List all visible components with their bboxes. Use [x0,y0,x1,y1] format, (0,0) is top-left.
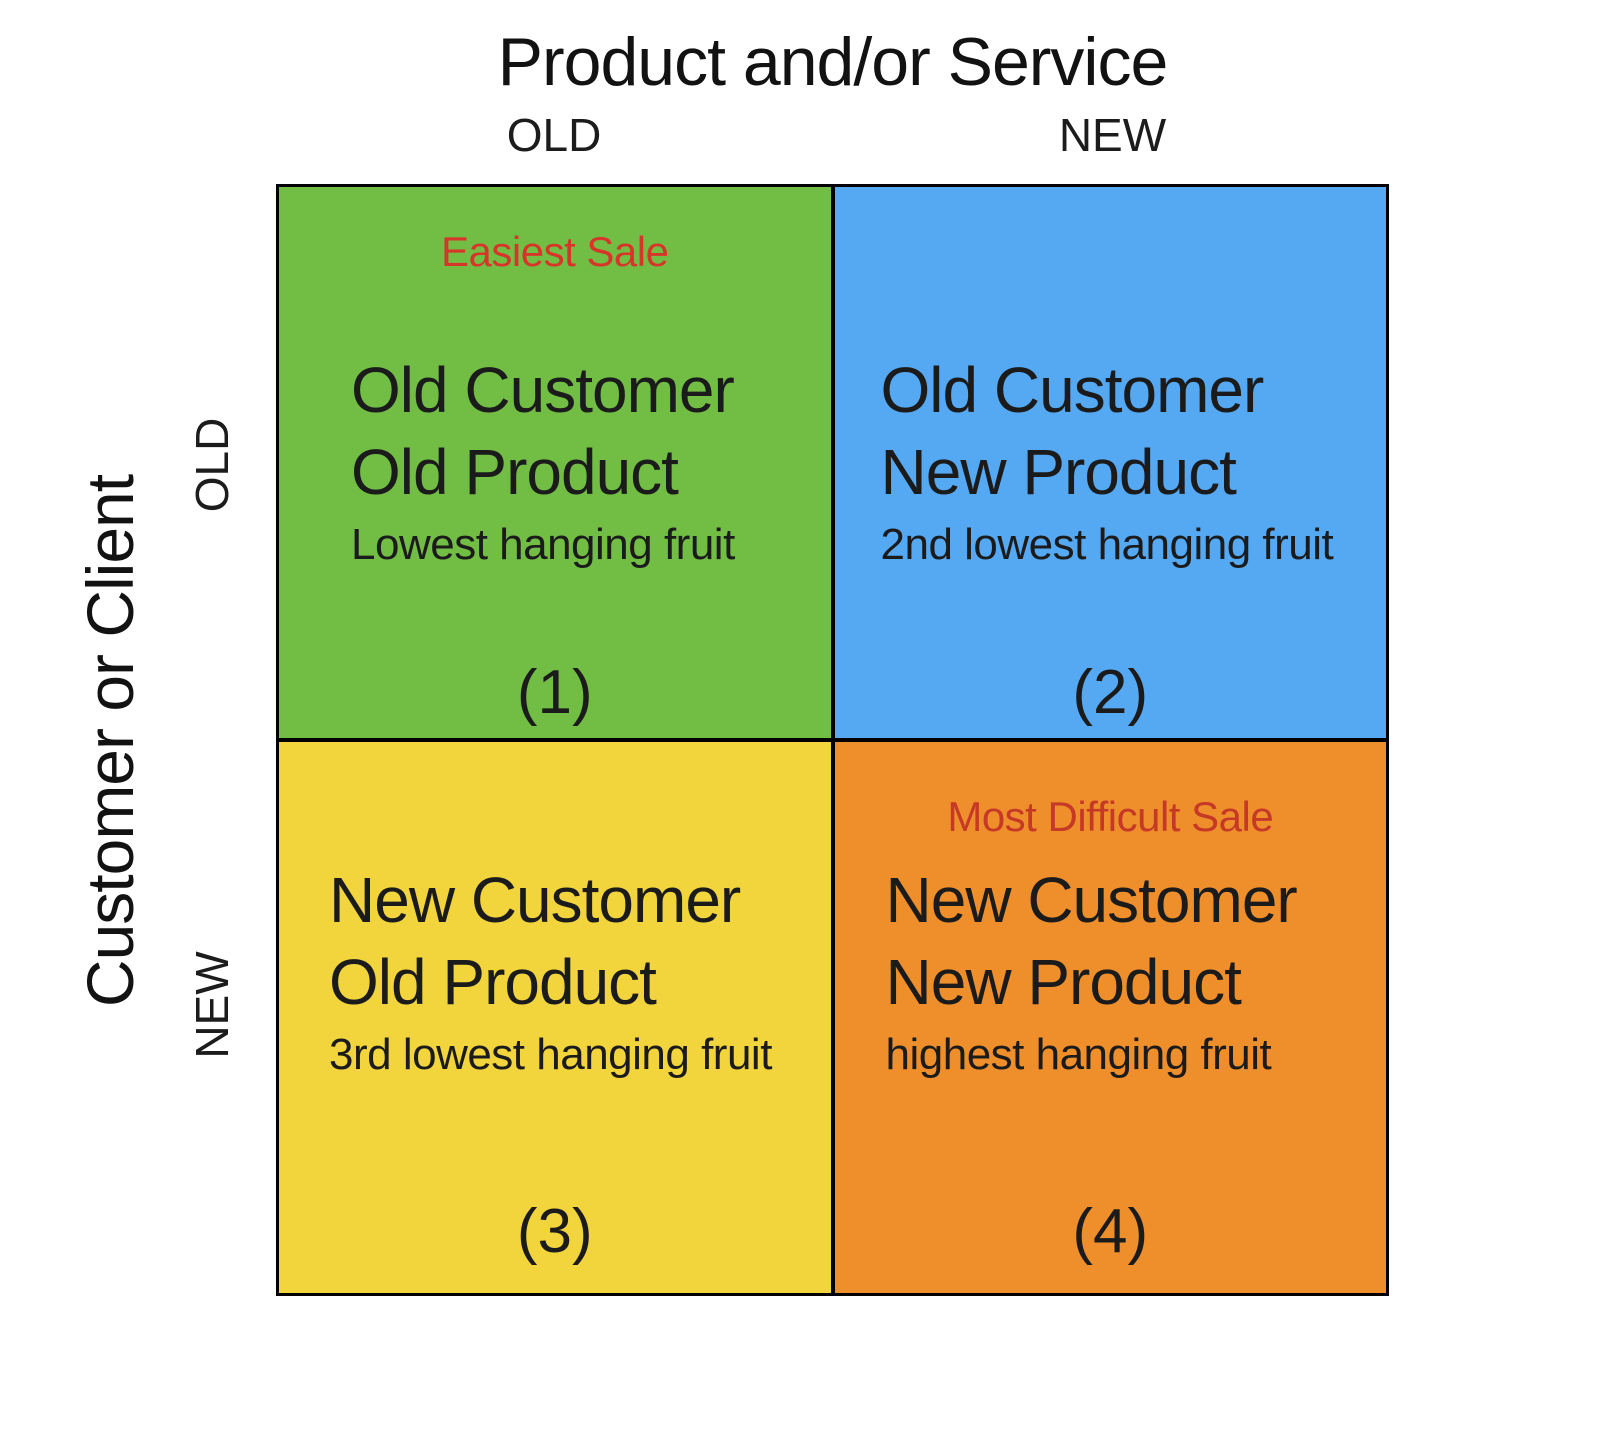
quadrant-4-number: (4) [1072,1197,1149,1266]
quadrant-old-customer-old-product: Easiest Sale Old Customer Old Product Lo… [279,187,831,738]
quadrant-1-number: (1) [516,658,593,727]
y-axis-label-old: OLD [186,417,238,513]
quadrant-2-number: (2) [1072,658,1149,727]
quadrant-4-annotation: Most Difficult Sale [947,793,1274,840]
quadrant-1-annotation: Easiest Sale [441,228,669,275]
quadrant-new-customer-new-product: Most Difficult Sale New Customer New Pro… [834,742,1386,1293]
quadrant-3-number: (3) [516,1197,593,1266]
x-axis-label-new: NEW [1058,109,1167,161]
quadrant-1-line2: Old Product [351,436,679,508]
quadrant-1-line1: Old Customer [351,354,735,426]
quadrant-3-text: New Customer Old Product 3rd lowest hang… [329,859,772,1082]
matrix-grid: Easiest Sale Old Customer Old Product Lo… [276,184,1389,1296]
quadrant-new-customer-old-product: New Customer Old Product 3rd lowest hang… [279,742,831,1293]
quadrant-1-text: Old Customer Old Product Lowest hanging … [351,349,735,572]
quadrant-2-subtitle: 2nd lowest hanging fruit [880,520,1334,569]
quadrant-2-line1: Old Customer [880,354,1265,426]
quadrant-4-line2: New Product [885,946,1242,1018]
quadrant-3-subtitle: 3rd lowest hanging fruit [329,1030,772,1079]
quadrant-4-text: New Customer New Product highest hanging… [885,859,1298,1082]
quadrant-4-subtitle: highest hanging fruit [885,1030,1272,1079]
quadrant-4-line1: New Customer [885,864,1298,936]
quadrant-old-customer-new-product: Old Customer New Product 2nd lowest hang… [834,187,1386,738]
quadrant-2-line2: New Product [880,436,1237,508]
x-axis-label-old: OLD [506,109,602,161]
quadrant-3-line2: Old Product [329,946,657,1018]
x-axis-title: Product and/or Service [497,24,1169,100]
y-axis-label-new: NEW [186,951,238,1059]
quadrant-2-text: Old Customer New Product 2nd lowest hang… [881,349,1334,572]
y-axis-title: Customer or Client [73,474,147,1008]
quadrant-1-subtitle: Lowest hanging fruit [351,520,735,569]
quadrant-3-line1: New Customer [329,864,741,936]
